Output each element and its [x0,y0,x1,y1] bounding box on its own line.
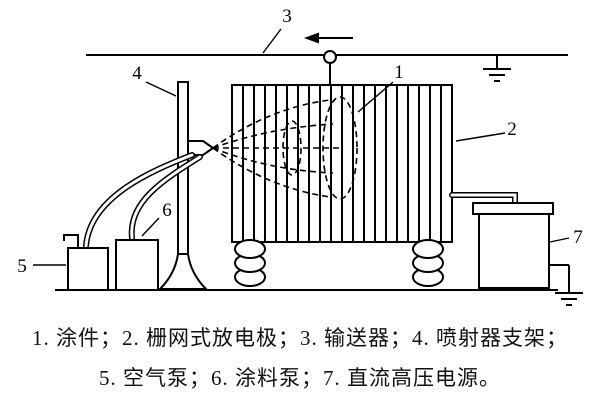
spray-cone [212,99,340,198]
callout-3: 3 [282,6,292,27]
air-pump-box [63,234,109,291]
sprayer-nozzle [187,140,215,156]
callout-1: 1 [394,62,404,83]
insulator-spring-right [412,239,444,287]
diagram-canvas: 3 1 2 4 5 6 7 [17,6,583,306]
hose-paint [128,154,203,241]
hanger-circle [323,50,337,64]
insulator-spring-left [234,239,266,287]
air-pump-spout [63,234,79,248]
ground-symbol-top [483,55,511,82]
callout-7: 7 [573,227,583,248]
callout-6: 6 [162,200,172,221]
callout-2: 2 [507,119,517,140]
caption-line-1: 1. 涂件；2. 栅网式放电极；3. 输送器；4. 喷射器支架； [32,326,568,350]
hose-air [83,152,195,249]
figure-caption: 1. 涂件；2. 栅网式放电极；3. 输送器；4. 喷射器支架； 5. 空气泵；… [0,318,600,398]
direction-arrow [304,32,353,44]
workpiece-ellipse [322,96,358,200]
sprayer-pole-base [157,253,209,290]
paint-pump-box [115,239,159,291]
power-supply-box [472,202,554,289]
callout-4: 4 [132,63,142,84]
callout-leaders [33,28,570,266]
callout-5: 5 [17,256,27,277]
power-cable [449,192,518,207]
caption-line-2: 5. 空气泵；6. 涂料泵；7. 直流高压电源。 [99,366,501,390]
ground-symbol-bottom [549,264,583,306]
